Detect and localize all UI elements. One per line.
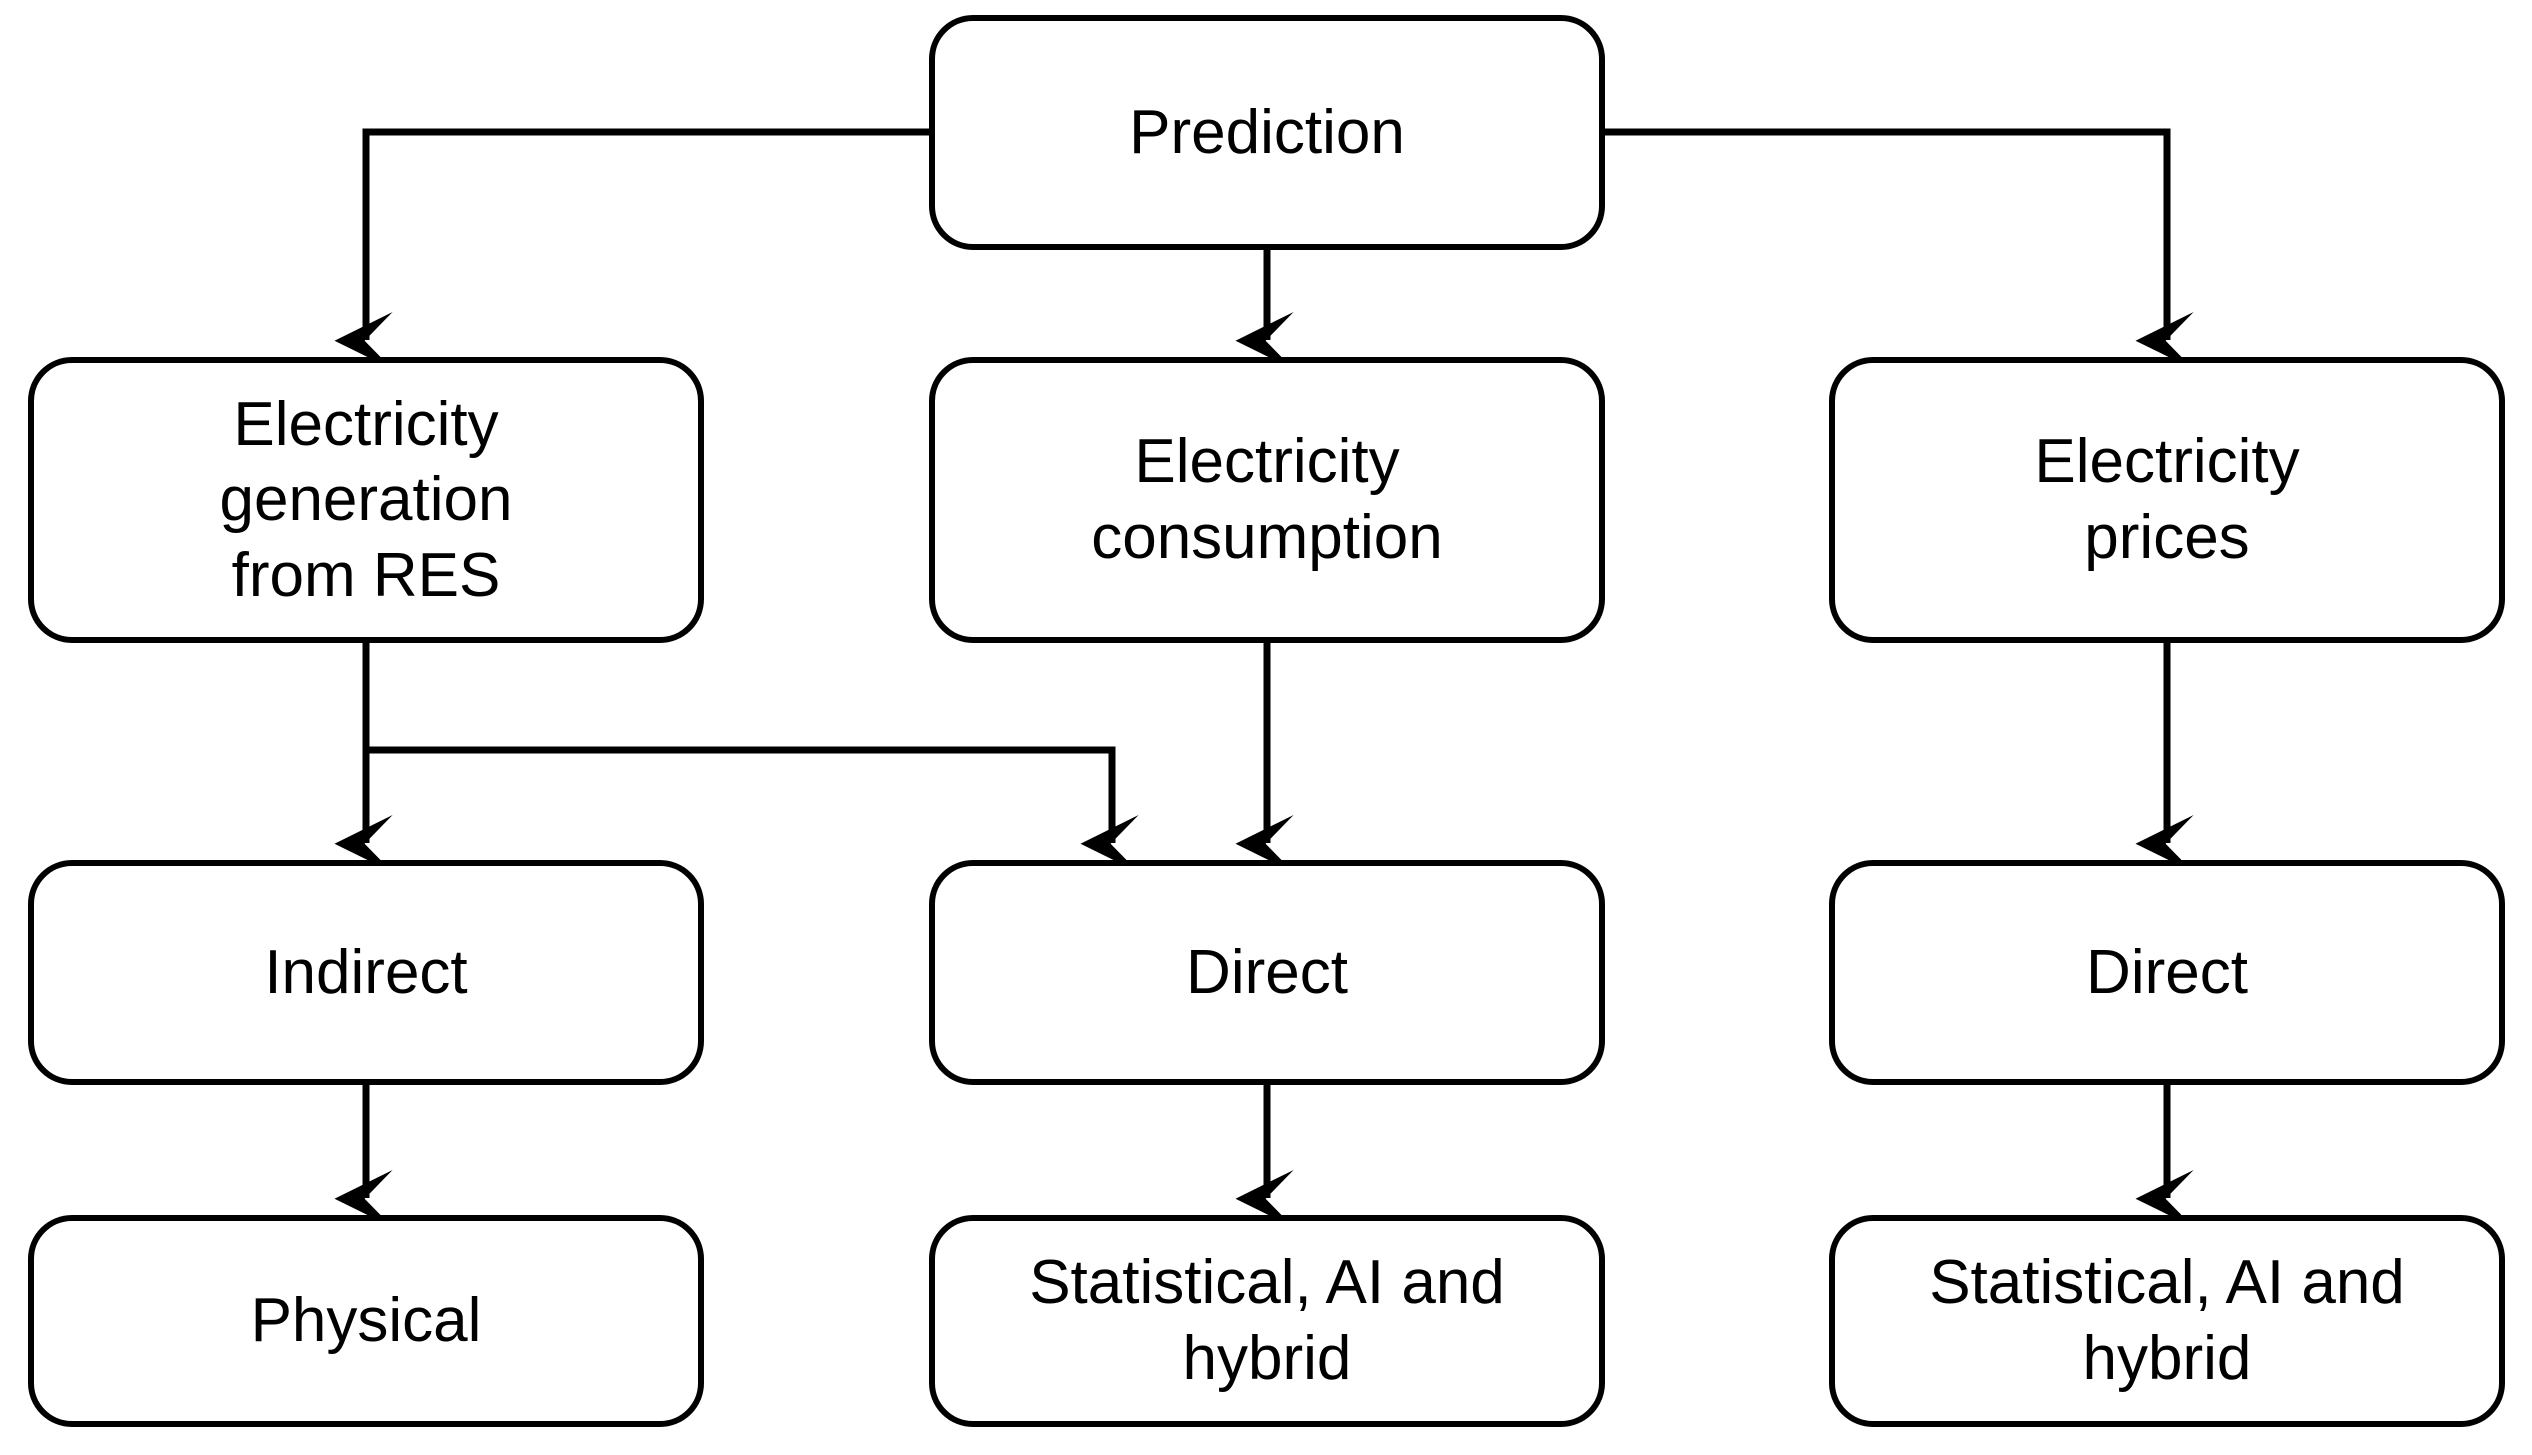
node-direct-consumption[interactable]: Direct (929, 860, 1605, 1085)
node-direct-prices-label: Direct (2086, 937, 2248, 1007)
node-electricity-consumption[interactable]: Electricity consumption (929, 357, 1605, 643)
node-electricity-prices[interactable]: Electricity prices (1829, 357, 2505, 643)
node-statistical-ai-hybrid-prices[interactable]: Statistical, AI and hybrid (1829, 1215, 2505, 1427)
node-statistical-ai-hybrid-prices-label: Statistical, AI and hybrid (1929, 1248, 2405, 1393)
node-prediction-label: Prediction (1129, 97, 1405, 167)
edge-generation-res-to-direct-consumption (366, 746, 1139, 873)
node-physical-label: Physical (250, 1286, 482, 1356)
node-indirect[interactable]: Indirect (28, 860, 704, 1085)
node-electricity-prices-label: Electricity prices (2034, 427, 2300, 572)
node-prediction[interactable]: Prediction (929, 15, 1605, 250)
node-direct-consumption-label: Direct (1186, 937, 1348, 1007)
node-direct-prices[interactable]: Direct (1829, 860, 2505, 1085)
node-electricity-generation-from-res-label: Electricity generation from RES (219, 389, 513, 610)
node-statistical-ai-hybrid-consumption[interactable]: Statistical, AI and hybrid (929, 1215, 1605, 1427)
node-electricity-generation-from-res[interactable]: Electricity generation from RES (28, 357, 704, 643)
edge-prediction-to-generation-res (334, 128, 929, 370)
node-statistical-ai-hybrid-consumption-label: Statistical, AI and hybrid (1029, 1248, 1505, 1393)
node-physical[interactable]: Physical (28, 1215, 704, 1427)
edge-prediction-to-prices (1605, 128, 2194, 370)
node-indirect-label: Indirect (264, 937, 468, 1007)
node-electricity-consumption-label: Electricity consumption (1091, 427, 1443, 572)
